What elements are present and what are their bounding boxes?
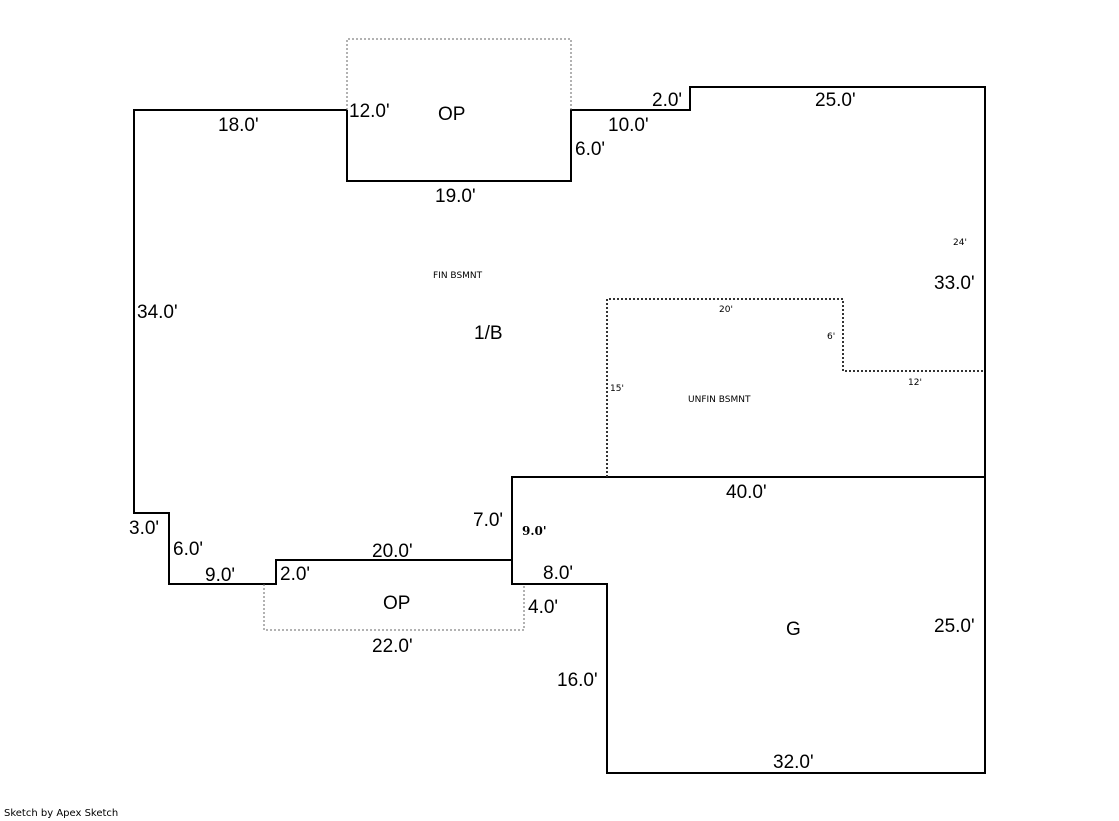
area-label-fin-bsmnt: FIN BSMNT (433, 271, 483, 281)
main-outline-top (346, 86, 986, 774)
dim-label: 8.0' (543, 563, 573, 584)
bsmnt-dim-label: 15' (610, 384, 624, 394)
unfin-bsmnt-outline (606, 298, 985, 477)
dim-label: 2.0' (280, 564, 310, 585)
bsmnt-dim-label: 12' (908, 378, 922, 388)
dim-label: 22.0' (372, 636, 413, 657)
dim-label: 7.0' (473, 510, 503, 531)
bsmnt-dim-label: 24' (953, 238, 967, 248)
dim-label: 2.0' (652, 90, 682, 111)
area-label-main: 1/B (474, 323, 503, 344)
area-label-unfin-bsmnt: UNFIN BSMNT (688, 395, 751, 405)
dim-label: 33.0' (934, 273, 975, 294)
op-bottom-outline (263, 584, 525, 631)
bsmnt-dim-label: 6' (827, 332, 835, 342)
area-label-garage: G (786, 619, 801, 640)
dim-label: 25.0' (934, 616, 975, 637)
area-label-op-bottom: OP (383, 593, 410, 614)
dim-label: 6.0' (575, 139, 605, 160)
credit-text: Sketch by Apex Sketch (4, 808, 119, 819)
dim-label: 16.0' (557, 670, 598, 691)
dim-label: 3.0' (129, 518, 159, 539)
bsmnt-dim-label: 20' (719, 305, 733, 315)
dim-label: 9.0' (522, 524, 547, 538)
dim-label: 25.0' (815, 90, 856, 111)
dim-label: 20.0' (372, 541, 413, 562)
dim-label: 9.0' (205, 565, 235, 586)
dim-label: 32.0' (773, 752, 814, 773)
dim-label: 34.0' (137, 302, 178, 323)
dim-label: 18.0' (218, 115, 259, 136)
dim-label: 6.0' (173, 539, 203, 560)
main-outline (133, 109, 512, 585)
dim-label: 19.0' (435, 186, 476, 207)
dim-label: 4.0' (528, 597, 558, 618)
dim-label: 12.0' (349, 101, 390, 122)
op-top-outline (346, 38, 572, 110)
area-label-op-top: OP (438, 104, 465, 125)
dim-label: 40.0' (726, 482, 767, 503)
dim-label: 10.0' (608, 115, 649, 136)
